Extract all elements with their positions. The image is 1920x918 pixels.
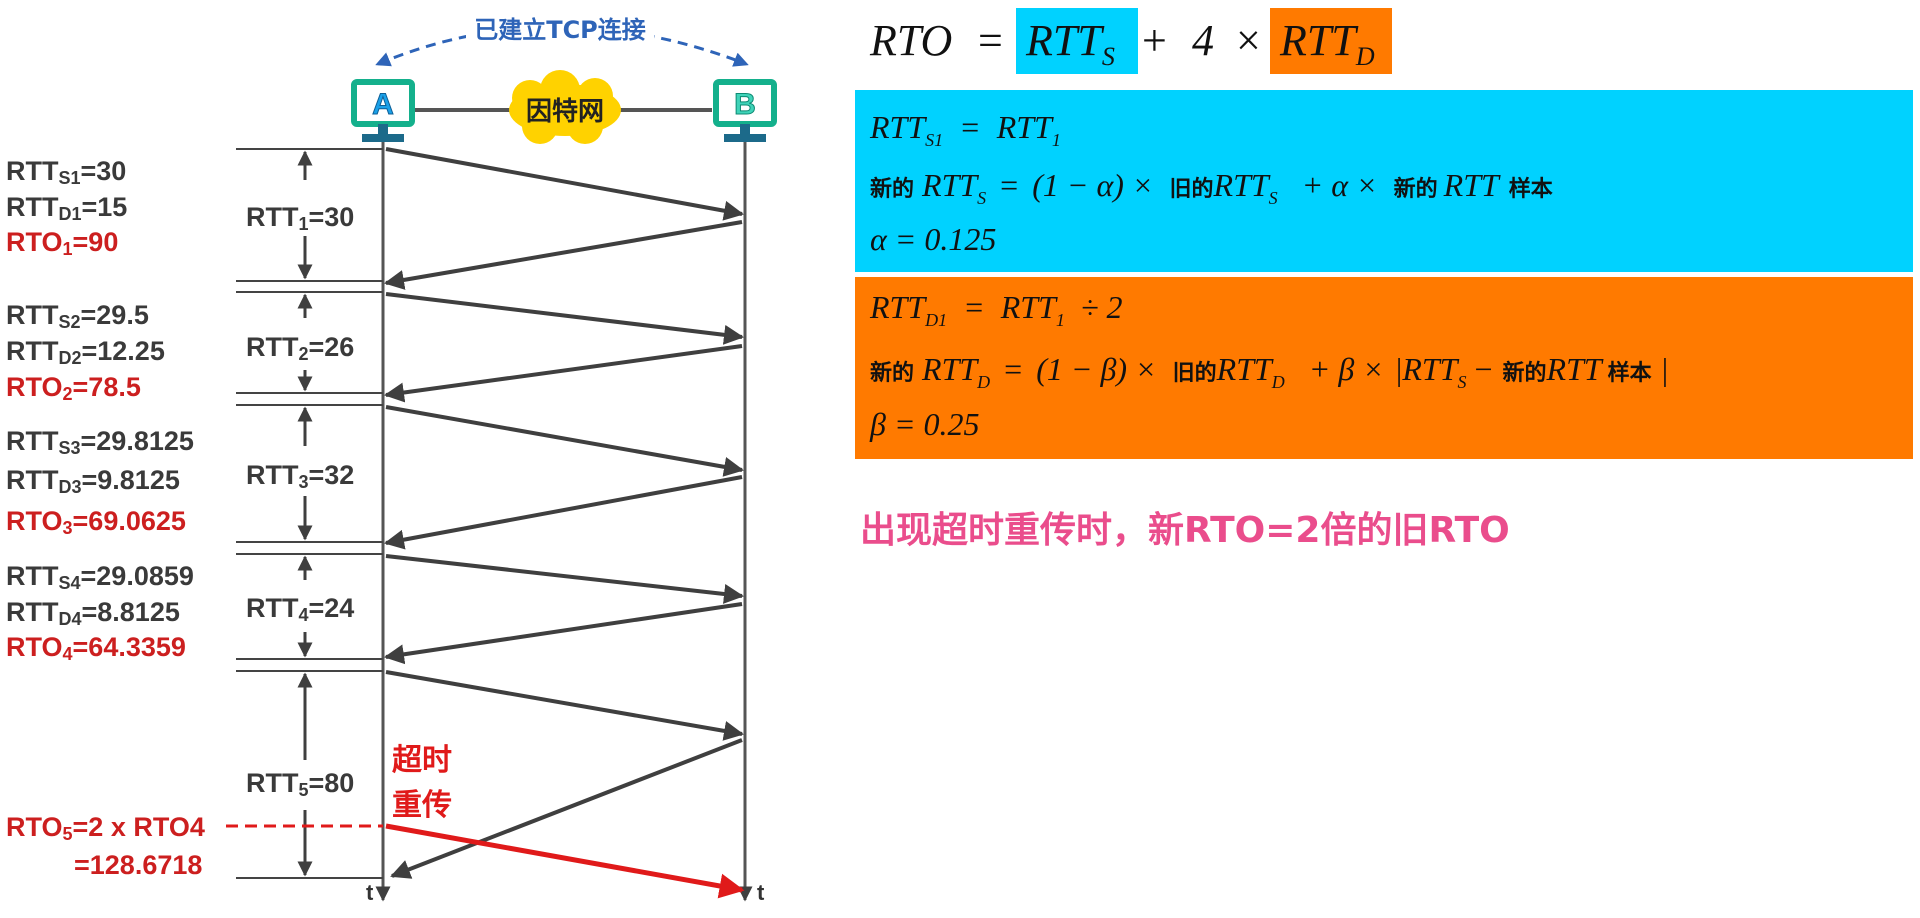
rttd-4: RTTD4=8.8125 (6, 597, 180, 629)
host-a-label: A (372, 88, 394, 121)
internet-label: 因特网 (526, 96, 604, 127)
svg-text:=: = (978, 16, 1003, 65)
main-formula: RTO = RTTS + 4 × RTTD (869, 16, 1375, 71)
rtts-2: RTTS2=29.5 (6, 300, 149, 332)
rto-5-line2: =128.6718 (74, 850, 202, 880)
message-arrows (384, 147, 744, 879)
rtts-rule-box (855, 90, 1913, 272)
rtts-4: RTTS4=29.0859 (6, 561, 194, 593)
retransmission-arrow (385, 823, 745, 899)
host-b-computer-icon (713, 79, 777, 142)
svg-text:α = 0.125: α = 0.125 (870, 221, 996, 257)
svg-text:+: + (1142, 16, 1167, 65)
rtt-interval-5: RTT5=80 (246, 768, 354, 800)
rtt-interval-4: RTT4=24 (246, 593, 354, 625)
svg-text:RTO: RTO (869, 16, 952, 65)
rttd-3: RTTD3=9.8125 (6, 465, 180, 497)
rttd-rule-box (855, 277, 1913, 459)
connection-label-bg (466, 12, 654, 46)
connection-arc (375, 25, 749, 67)
rto-2: RTO2=78.5 (6, 372, 141, 404)
rtts-3: RTTS3=29.8125 (6, 426, 194, 458)
rtt-interval-1: RTT1=30 (246, 202, 354, 234)
timeout-label-line2: 重传 (392, 788, 452, 823)
host-a-computer-icon (351, 79, 415, 142)
internet-cloud-icon (509, 70, 621, 144)
rttd-highlight (1270, 8, 1392, 74)
svg-text:β = 0.25: β = 0.25 (869, 406, 980, 442)
host-b-label: B (734, 88, 756, 121)
rtts-1: RTTS1=30 (6, 156, 126, 188)
rto-3: RTO3=69.0625 (6, 506, 186, 538)
rttd-1: RTTD1=15 (6, 192, 127, 224)
svg-text:RTTS: RTTS (1025, 16, 1115, 71)
interval-boundaries (236, 148, 383, 879)
time-label-a: t (366, 880, 374, 905)
time-label-b: t (757, 880, 765, 905)
timeout-label-line1: 超时 (392, 743, 452, 778)
svg-text:×: × (1236, 16, 1261, 65)
rto-1: RTO1=90 (6, 227, 118, 259)
svg-text:RTTD: RTTD (1279, 16, 1375, 71)
svg-text:RTTD1=RTT1÷ 2: RTTD1=RTT1÷ 2 (869, 289, 1122, 330)
rtt-interval-3: RTT3=32 (246, 460, 354, 492)
connection-label: 已建立TCP连接 (474, 16, 646, 44)
rttd-2: RTTD2=12.25 (6, 336, 165, 368)
rtts-highlight (1016, 8, 1138, 74)
svg-text:RTTS1=RTT1: RTTS1=RTT1 (869, 109, 1061, 150)
rtt-interval-2: RTT2=26 (246, 332, 354, 364)
rto-4: RTO4=64.3359 (6, 632, 186, 664)
svg-text:4: 4 (1192, 16, 1214, 65)
estimate-labels: RTTS1=30 RTTD1=15 RTO1=90 RTTS2=29.5 RTT… (6, 156, 205, 880)
rtt-interval-labels: RTT1=30 RTT2=26 RTT3=32 RTT4=24 RTT5=80 (246, 202, 354, 800)
rto-5-line1: RTO5=2 x RTO4 (6, 812, 205, 844)
timeout-rule-note: 出现超时重传时，新RTO=2倍的旧RTO (860, 510, 1510, 551)
